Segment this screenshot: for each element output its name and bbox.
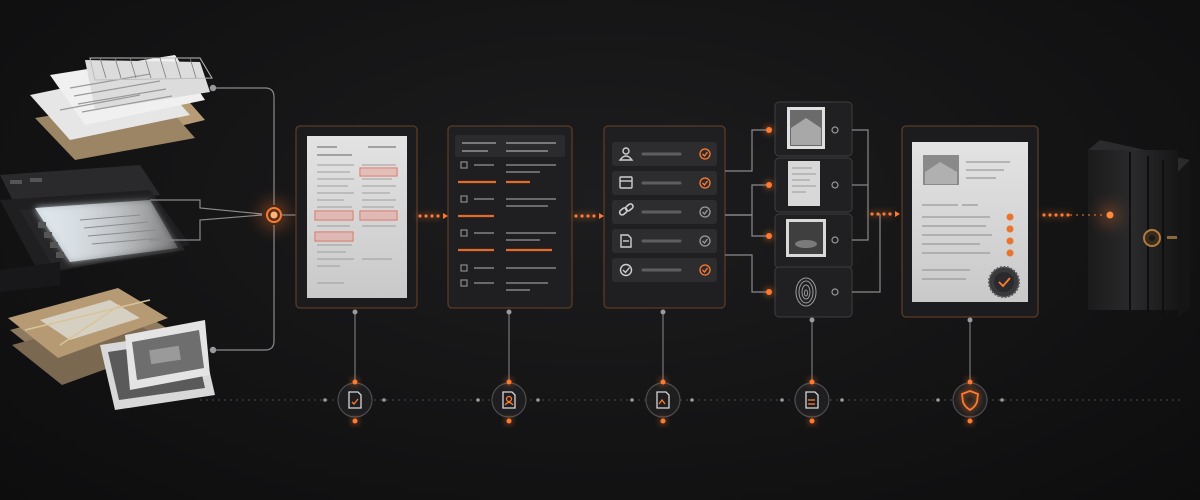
stage-verified-record	[901, 125, 1039, 318]
checklist-icon	[455, 135, 565, 291]
flow-arrows	[418, 212, 1070, 218]
stage-entity-verification	[603, 125, 726, 309]
document-person-icon	[502, 391, 516, 409]
verified-record-icon	[912, 142, 1028, 302]
source-bundled-files-and-photos	[8, 288, 215, 410]
document-image-icon	[656, 391, 670, 409]
stage-media-thumbnails	[774, 101, 853, 318]
document-scan-icon	[307, 136, 407, 298]
bottom-node-document-text[interactable]	[794, 379, 830, 424]
thumb-in-dots	[766, 127, 772, 295]
stage-field-checklist	[447, 125, 573, 309]
paper-stack-icon	[30, 55, 213, 160]
document-thumb-icon	[788, 161, 820, 206]
source-flatbed-scanner	[0, 165, 190, 292]
fanout-connectors	[725, 129, 881, 293]
thumbnails-icon	[774, 101, 853, 318]
merge-node	[260, 201, 288, 229]
vault-icon	[1088, 140, 1190, 318]
person-icon	[618, 147, 634, 161]
source-connectors	[150, 87, 275, 351]
vertical-connectors	[354, 312, 971, 382]
file-icon	[620, 234, 632, 248]
interior-photo-icon	[786, 219, 826, 257]
thumb-out-dots	[831, 126, 839, 296]
bottom-node-shield[interactable]	[952, 379, 988, 424]
calendar-icon	[619, 176, 633, 189]
document-text-icon	[805, 391, 819, 409]
scanner-icon	[0, 165, 190, 292]
fingerprint-icon	[795, 277, 817, 307]
link-icon	[618, 203, 634, 216]
bottom-node-document-image[interactable]	[645, 379, 681, 424]
stage-scanned-page	[295, 125, 418, 309]
bottom-node-document-person[interactable]	[491, 379, 527, 424]
photo-bundle-icon	[8, 288, 215, 410]
stage-archive-vault	[1088, 140, 1190, 318]
seal-icon	[988, 266, 1020, 298]
vault-input-node	[1100, 205, 1120, 225]
bottom-node-document-audit[interactable]	[337, 379, 373, 424]
source-loose-papers	[30, 55, 213, 160]
building-photo-icon	[787, 107, 825, 149]
shield-icon	[961, 390, 979, 412]
verification-icon	[612, 142, 717, 282]
source-connector-dots	[209, 84, 217, 354]
document-audit-icon	[348, 391, 362, 409]
check-circle-icon	[619, 263, 633, 277]
